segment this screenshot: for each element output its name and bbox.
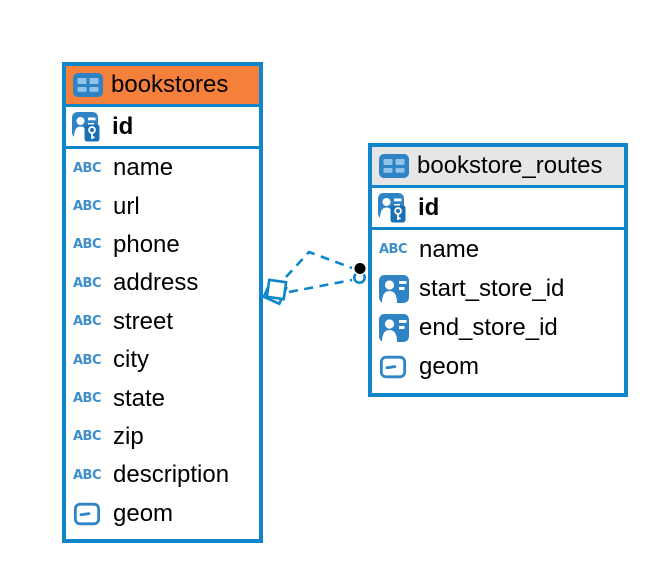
relationship-line-upper[interactable]: [285, 250, 353, 278]
column-label: geom: [419, 353, 480, 381]
text-type-icon: ABC: [73, 160, 102, 176]
column-label: start_store_id: [419, 274, 565, 302]
column-label: description: [113, 461, 230, 489]
foreign-key-icon: [379, 313, 409, 342]
geometry-type-icon: [379, 355, 407, 379]
text-type-icon: ABC: [73, 391, 102, 407]
column-row[interactable]: ABC description: [66, 456, 259, 494]
table-icon: [379, 154, 409, 178]
column-label: street: [113, 307, 174, 335]
column-row[interactable]: ABC name: [66, 149, 259, 187]
geometry-type-icon: [73, 502, 101, 525]
many-end-marker[interactable]: [262, 278, 288, 306]
column-row[interactable]: ABC street: [66, 303, 259, 341]
column-row[interactable]: ABC zip: [66, 418, 259, 456]
column-label: id: [418, 193, 440, 221]
text-type-icon: ABC: [379, 242, 408, 258]
table-icon: [73, 73, 103, 97]
table-title: bookstores: [111, 71, 229, 98]
column-label: zip: [113, 422, 144, 450]
column-label: id: [112, 112, 134, 140]
table-title: bookstore_routes: [417, 152, 603, 179]
column-row[interactable]: start_store_id: [372, 269, 624, 308]
column-row-pk[interactable]: id: [66, 107, 259, 149]
relationship-line-lower[interactable]: [288, 278, 353, 294]
table-bookstore-routes-header[interactable]: bookstore_routes: [372, 147, 624, 188]
columns-list: ABC name start_store_id: [372, 230, 624, 387]
column-row[interactable]: ABC url: [66, 187, 259, 225]
column-row[interactable]: geom: [372, 348, 624, 387]
column-label: state: [113, 384, 166, 412]
foreign-key-icon: [379, 274, 409, 303]
column-row[interactable]: ABC city: [66, 341, 259, 379]
table-bookstore-routes[interactable]: bookstore_routes id: [368, 143, 628, 397]
primary-key-icon: [72, 111, 100, 141]
primary-key-icon: [378, 192, 406, 222]
text-type-icon: ABC: [73, 275, 102, 291]
column-label: end_store_id: [419, 313, 558, 341]
column-label: geom: [113, 499, 174, 527]
column-label: phone: [113, 230, 180, 258]
column-row-pk[interactable]: id: [372, 188, 624, 230]
column-row[interactable]: geom: [66, 495, 259, 533]
text-type-icon: ABC: [73, 199, 102, 215]
text-type-icon: ABC: [73, 467, 102, 483]
column-row[interactable]: ABC state: [66, 379, 259, 417]
table-bookstores-header[interactable]: bookstores: [66, 66, 259, 107]
text-type-icon: ABC: [73, 237, 102, 253]
column-label: name: [113, 154, 174, 182]
text-type-icon: ABC: [73, 352, 102, 368]
column-row[interactable]: ABC name: [372, 230, 624, 269]
one-end-marker[interactable]: [352, 261, 368, 284]
table-bookstores[interactable]: bookstores id: [62, 62, 263, 543]
column-label: name: [419, 235, 480, 263]
column-label: url: [113, 192, 140, 220]
column-label: address: [113, 269, 199, 297]
column-label: city: [113, 346, 149, 374]
text-type-icon: ABC: [73, 314, 102, 330]
text-type-icon: ABC: [73, 429, 102, 445]
column-row[interactable]: ABC address: [66, 264, 259, 302]
column-row[interactable]: end_store_id: [372, 308, 624, 347]
columns-list: ABC name ABC url ABC phone ABC address A…: [66, 149, 259, 533]
column-row[interactable]: ABC phone: [66, 226, 259, 264]
